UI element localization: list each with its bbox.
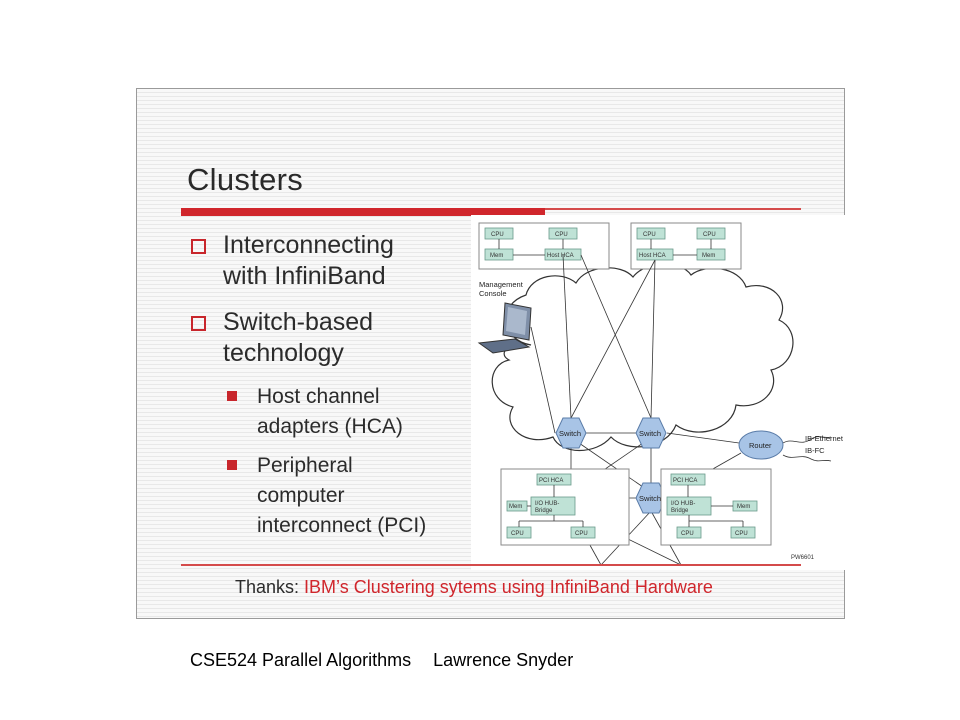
bullet-item: Switch-based technology — [223, 307, 523, 369]
router-node: Router — [738, 430, 784, 460]
footer-course: CSE524 Parallel Algorithms — [190, 650, 412, 670]
footer-author: Lawrence Snyder — [433, 650, 574, 670]
pci-hca-label: PCI HCA — [539, 478, 563, 484]
io-bridge-label: Bridge — [671, 508, 689, 514]
sub-bullet-item: Host channel adapters (HCA) — [257, 382, 497, 442]
bullet-marker-filled — [227, 460, 237, 470]
slide-image: Clusters Interconnecting with InfiniBand… — [136, 88, 845, 619]
management-console-label: Console — [479, 289, 507, 298]
switch-node: Switch — [555, 417, 587, 449]
cpu-label: CPU — [491, 232, 504, 238]
io-bridge-label: I/O HUB- — [535, 501, 559, 507]
bullet-line: computer — [257, 484, 345, 507]
external-link-label: IB-Ethernet — [805, 434, 844, 443]
switch-label: Switch — [559, 429, 581, 438]
bullet-line: adapters (HCA) — [257, 415, 403, 438]
io-bridge-label: I/O HUB- — [671, 501, 695, 507]
slide-title: Clusters — [187, 162, 304, 197]
thanks-line: Thanks: IBM’s Clustering sytems using In… — [235, 577, 713, 598]
switch-label: Switch — [639, 429, 661, 438]
cpu-label: CPU — [511, 531, 524, 537]
bullet-line: Switch-based — [223, 308, 374, 336]
slide-footer: CSE524 Parallel Algorithms Lawrence Snyde… — [190, 650, 573, 671]
bottom-rule — [181, 564, 801, 566]
bullet-line: with InfiniBand — [223, 262, 386, 290]
thanks-prefix: Thanks: — [235, 577, 305, 597]
mem-label: Mem — [509, 504, 522, 510]
infiniband-io-nodes: PCI HCA I/O HUB- Bridge Mem CPU CPU PCI … — [500, 468, 815, 561]
bullet-line: Host channel — [257, 385, 380, 408]
bullet-line: Interconnecting — [223, 231, 394, 259]
bullet-line: technology — [223, 339, 344, 367]
host-node-top-right: CPU CPU Host HCA Mem — [630, 222, 742, 270]
thanks-source: IBM’s Clustering sytems using InfiniBand… — [304, 577, 713, 597]
pci-hca-label: PCI HCA — [673, 478, 697, 484]
title-rule-accent — [181, 208, 545, 216]
io-node-bottom-left: PCI HCA I/O HUB- Bridge Mem CPU CPU — [500, 468, 630, 546]
figure-id: PW6601 — [791, 555, 815, 561]
cpu-label: CPU — [735, 531, 748, 537]
router-label: Router — [749, 441, 772, 450]
bullet-marker-square — [191, 316, 206, 331]
bullet-marker-filled — [227, 391, 237, 401]
cpu-label: CPU — [681, 531, 694, 537]
mem-label: Mem — [737, 504, 750, 510]
bullet-line: interconnect (PCI) — [257, 514, 427, 537]
bullet-line: Peripheral — [257, 454, 353, 477]
sub-bullet-item: Peripheral computer interconnect (PCI) — [257, 451, 497, 541]
host-node-top-left: CPU CPU Mem Host HCA — [478, 222, 610, 270]
cpu-label: CPU — [703, 232, 716, 238]
monitor-icon — [477, 302, 532, 354]
management-console-label: Management — [479, 280, 524, 289]
switch-node: Switch — [635, 417, 667, 449]
cpu-label: CPU — [555, 232, 568, 238]
hca-label: Host HCA — [547, 253, 574, 259]
mem-label: Mem — [702, 253, 715, 259]
bullet-marker-square — [191, 239, 206, 254]
hca-label: Host HCA — [639, 253, 666, 259]
switch-label: Switch — [639, 494, 661, 503]
cpu-label: CPU — [643, 232, 656, 238]
fabric-cloud — [491, 263, 794, 451]
external-link-label: IB-FC — [805, 446, 825, 455]
mem-label: Mem — [490, 253, 503, 259]
io-bridge-label: Bridge — [535, 508, 553, 514]
io-node-bottom-right: PCI HCA I/O HUB- Bridge Mem CPU CPU — [660, 468, 772, 546]
bullet-item: Interconnecting with InfiniBand — [223, 230, 523, 292]
cpu-label: CPU — [575, 531, 588, 537]
